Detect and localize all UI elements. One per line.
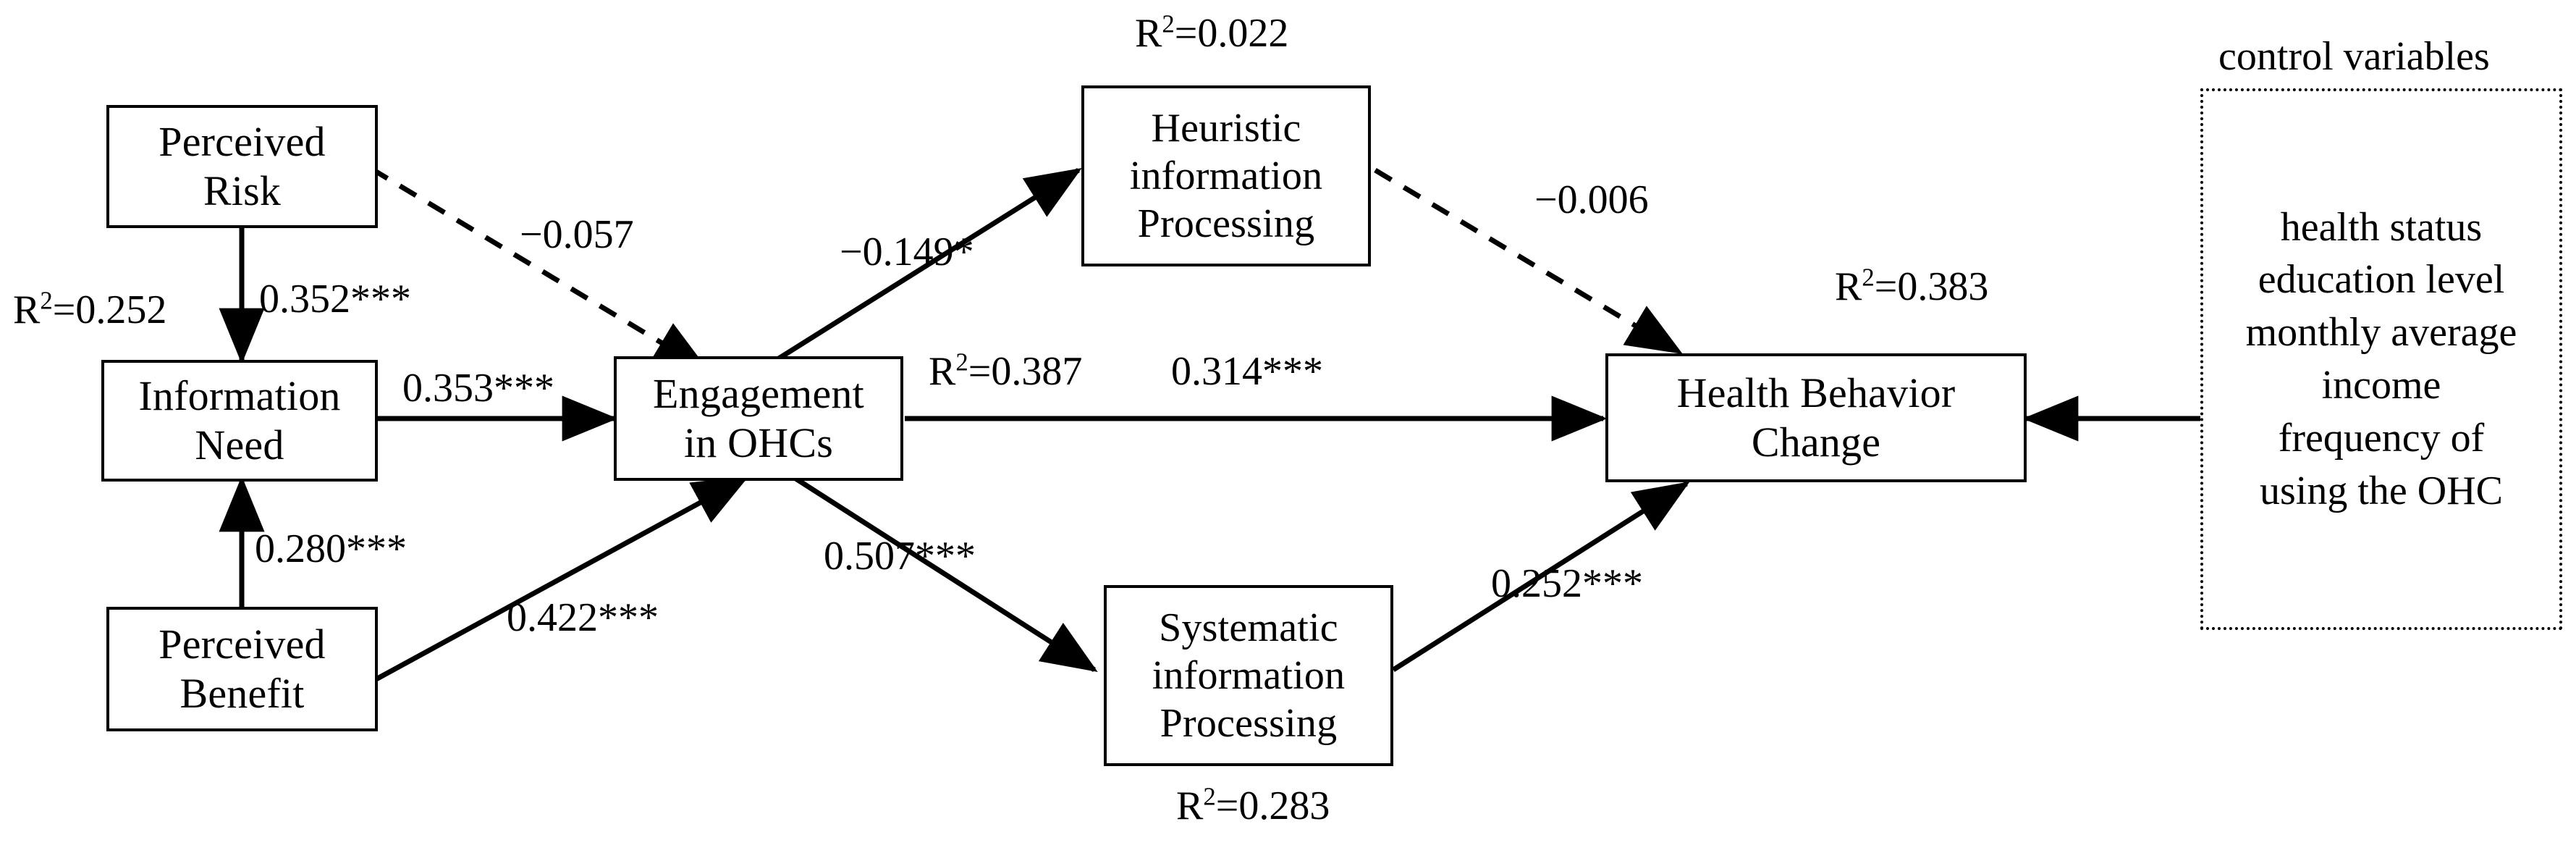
r2-engagement-exponent: 2: [955, 348, 968, 377]
edge-benefit-to-engagement: [372, 475, 749, 684]
node-perceived-benefit[interactable]: Perceived Benefit: [106, 607, 378, 731]
r2-information-need-value: 0.252: [75, 287, 167, 332]
control-variable-monthly-income-2: income: [2321, 363, 2441, 408]
node-systematic-processing-line-3: Processing: [1160, 701, 1338, 747]
r2-heuristic: R2=0.022: [1135, 11, 1289, 56]
r2-health-behavior: R2=0.383: [1835, 263, 1989, 309]
node-perceived-benefit-line-1: Perceived: [159, 620, 326, 668]
r2-engagement-prefix: R: [929, 349, 956, 394]
node-systematic-processing-line-2: information: [1152, 652, 1346, 698]
r2-engagement-equals: =: [968, 349, 992, 394]
r2-information-need: R2=0.252: [13, 287, 167, 332]
node-perceived-risk-line-1: Perceived: [159, 117, 326, 165]
r2-health-behavior-prefix: R: [1835, 264, 1862, 309]
r2-information-need-equals: =: [52, 287, 76, 332]
path-label-risk-to-engagement: −0.057: [520, 212, 634, 257]
r2-systematic-equals: =: [1215, 783, 1239, 828]
path-label-risk-to-need: 0.352***: [259, 277, 411, 322]
node-heuristic-processing[interactable]: Heuristic information Processing: [1081, 85, 1371, 266]
node-engagement-ohcs-line-2: in OHCs: [683, 419, 834, 466]
edge-risk-to-engagement: [370, 166, 709, 372]
node-engagement-ohcs-line-1: Engagement: [653, 369, 864, 417]
r2-systematic-value: 0.283: [1238, 783, 1330, 828]
control-variable-frequency-2: using the OHC: [2260, 468, 2503, 513]
node-heuristic-processing-line-2: information: [1129, 153, 1323, 198]
r2-heuristic-equals: =: [1174, 11, 1198, 56]
r2-health-behavior-value: 0.383: [1897, 264, 1989, 309]
r2-health-behavior-exponent: 2: [1862, 263, 1875, 292]
node-information-need[interactable]: Information Need: [101, 360, 378, 482]
node-health-behavior-change-line-1: Health Behavior: [1676, 369, 1956, 416]
path-label-engagement-to-heuristic: −0.149*: [840, 230, 974, 274]
node-heuristic-processing-line-3: Processing: [1137, 201, 1315, 247]
node-perceived-risk[interactable]: Perceived Risk: [106, 105, 378, 228]
r2-systematic-prefix: R: [1176, 783, 1204, 828]
control-variables-box[interactable]: health status education level monthly av…: [2200, 88, 2562, 630]
node-information-need-line-2: Need: [195, 421, 284, 468]
r2-heuristic-prefix: R: [1135, 11, 1162, 56]
path-label-engagement-to-systematic: 0.507***: [824, 534, 976, 579]
node-heuristic-processing-line-1: Heuristic: [1151, 105, 1301, 151]
control-variable-education-level: education level: [2258, 257, 2505, 303]
control-variable-health-status: health status: [2280, 204, 2483, 250]
path-label-engagement-to-health: 0.314***: [1171, 349, 1323, 394]
node-perceived-risk-line-2: Risk: [203, 167, 282, 214]
r2-information-need-prefix: R: [13, 287, 41, 332]
r2-systematic: R2=0.283: [1176, 783, 1330, 828]
path-label-need-to-engagement: 0.353***: [402, 366, 554, 411]
r2-systematic-exponent: 2: [1203, 782, 1216, 811]
r2-health-behavior-equals: =: [1874, 264, 1898, 309]
node-engagement-ohcs[interactable]: Engagement in OHCs: [614, 356, 903, 481]
r2-information-need-exponent: 2: [40, 286, 53, 315]
r2-heuristic-value: 0.022: [1197, 11, 1289, 56]
control-variable-monthly-income-1: monthly average: [2245, 310, 2517, 356]
path-label-benefit-to-need: 0.280***: [255, 526, 407, 571]
path-label-benefit-to-engagement: 0.422***: [507, 595, 659, 640]
r2-engagement: R2=0.387: [929, 348, 1083, 394]
node-information-need-line-1: Information: [138, 371, 341, 419]
control-variable-frequency-1: frequency of: [2278, 415, 2485, 461]
node-health-behavior-change[interactable]: Health Behavior Change: [1605, 353, 2027, 482]
node-systematic-processing-line-1: Systematic: [1159, 605, 1338, 650]
control-variables-caption: control variables: [2218, 34, 2490, 79]
path-label-heuristic-to-health: −0.006: [1534, 177, 1649, 222]
path-label-systematic-to-health: 0.252***: [1491, 561, 1643, 606]
node-systematic-processing[interactable]: Systematic information Processing: [1104, 585, 1393, 766]
r2-engagement-value: 0.387: [991, 349, 1083, 394]
node-health-behavior-change-line-2: Change: [1751, 419, 1881, 466]
r2-heuristic-exponent: 2: [1162, 9, 1175, 38]
node-perceived-benefit-line-2: Benefit: [180, 670, 305, 717]
